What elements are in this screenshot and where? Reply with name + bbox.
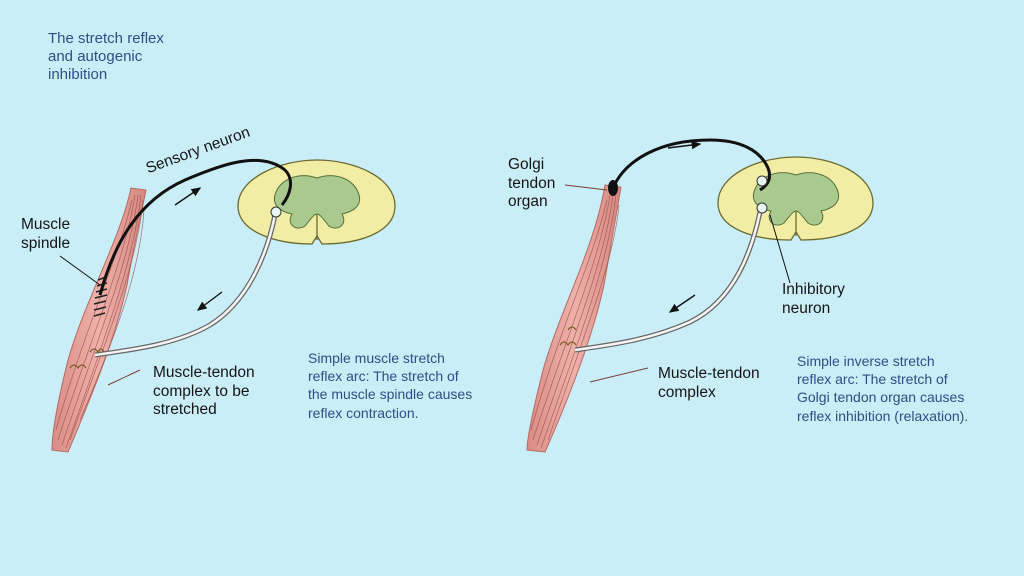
inhibitory-neuron-body [756,175,768,187]
right-caption: Simple inverse stretch reflex arc: The s… [797,353,969,424]
left-spinal-cord [237,159,396,245]
inhibitory-pointer [769,214,791,284]
right-spinal-cord [717,156,874,241]
motor-end-plate [69,348,105,370]
right-motor-arrow [668,294,696,313]
right-muscle [526,184,622,453]
label-muscle-spindle: Muscle spindle [21,216,71,252]
golgi-pointer [564,184,608,191]
page-title: The stretch reflex and autogenic inhibit… [48,30,164,83]
left-motor-arrow [196,291,223,311]
label-left-muscle-tendon: Muscle-tendon complex to be stretched [153,364,255,419]
label-golgi-tendon-organ: Golgi tendon organ [508,156,556,211]
left-tendon-pointer [107,369,141,386]
right-tendon-pointer [589,367,649,383]
left-muscle [51,187,147,453]
right-sensory-arrow [667,140,702,150]
left-caption: Simple muscle stretch reflex arc: The st… [308,350,473,421]
left-sensory-neuron [98,158,293,296]
right-sensory-neuron [611,138,772,192]
left-sensory-arrow [174,187,202,206]
label-inhibitory-neuron: Inhibitory neuron [782,281,845,317]
label-right-muscle-tendon: Muscle-tendon complex [658,365,760,401]
right-motor-end-plate [559,326,577,347]
spindle-pointer [59,255,101,286]
